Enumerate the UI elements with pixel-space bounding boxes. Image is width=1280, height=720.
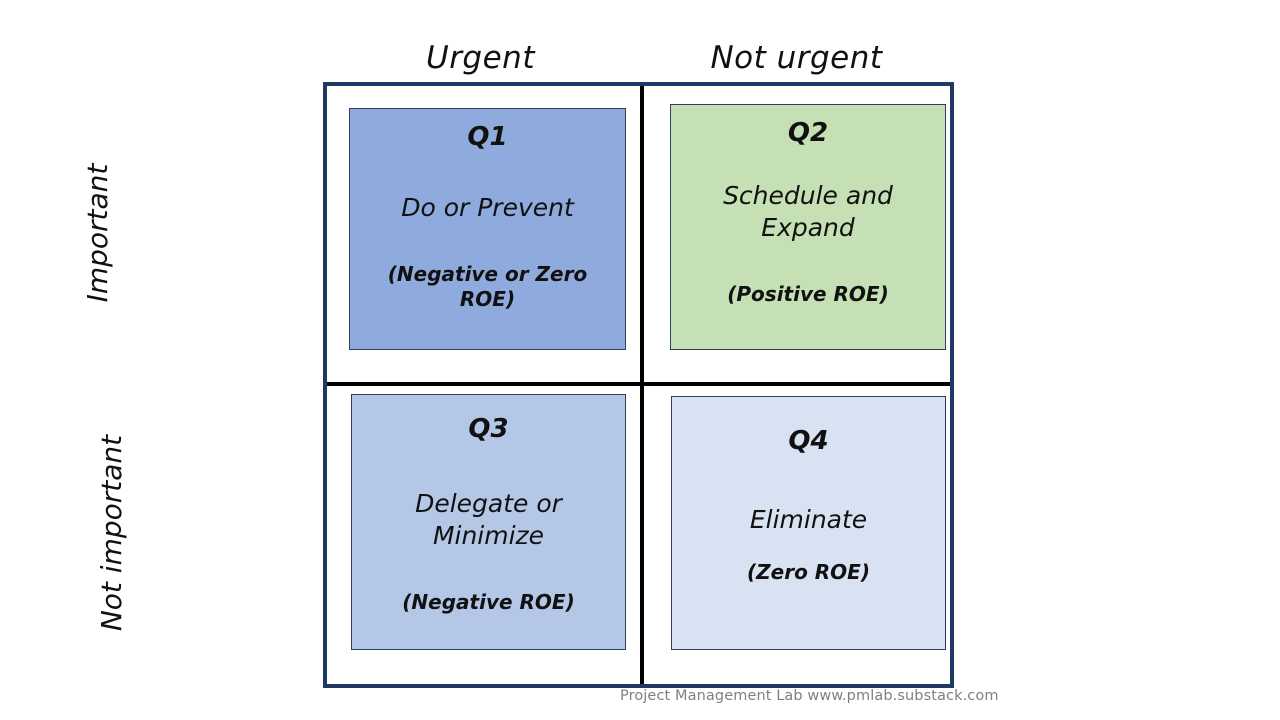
quadrant-action-q1: Do or Prevent xyxy=(401,192,574,222)
footer-credit: Project Management Lab www.pmlab.substac… xyxy=(620,688,999,704)
quadrant-box-q1[interactable]: Q1 Do or Prevent (Negative or Zero ROE) xyxy=(349,108,626,350)
quadrant-title-q3: Q3 xyxy=(468,414,509,444)
quadrant-cell-q3: Q3 Delegate or Minimize (Negative ROE) xyxy=(327,386,640,684)
quadrant-action-q3: Delegate or Minimize xyxy=(415,488,562,550)
quadrant-note-q3: (Negative ROE) xyxy=(402,589,575,614)
quadrant-cell-q4: Q4 Eliminate (Zero ROE) xyxy=(644,386,950,684)
row-header-not-important: Not important xyxy=(95,434,128,632)
matrix-frame: Q1 Do or Prevent (Negative or Zero ROE) … xyxy=(323,82,954,688)
row-header-important: Important xyxy=(81,163,114,303)
quadrant-title-q2: Q2 xyxy=(787,118,829,148)
quadrant-note-q1: (Negative or Zero ROE) xyxy=(387,261,588,311)
column-header-not-urgent: Not urgent xyxy=(710,40,883,76)
quadrant-note-q2: (Positive ROE) xyxy=(727,281,889,306)
grid-divider-horizontal xyxy=(327,382,950,386)
column-header-urgent: Urgent xyxy=(426,40,535,76)
quadrant-action-q4: Eliminate xyxy=(749,504,868,534)
quadrant-cell-q2: Q2 Schedule and Expand (Positive ROE) xyxy=(644,86,950,382)
quadrant-box-q2[interactable]: Q2 Schedule and Expand (Positive ROE) xyxy=(670,104,946,350)
quadrant-cell-q1: Q1 Do or Prevent (Negative or Zero ROE) xyxy=(327,86,640,382)
quadrant-action-q2: Schedule and Expand xyxy=(723,180,893,242)
quadrant-title-q1: Q1 xyxy=(467,122,508,152)
quadrant-note-q4: (Zero ROE) xyxy=(747,559,870,584)
quadrant-box-q4[interactable]: Q4 Eliminate (Zero ROE) xyxy=(671,396,946,650)
quadrant-box-q3[interactable]: Q3 Delegate or Minimize (Negative ROE) xyxy=(351,394,626,650)
quadrant-title-q4: Q4 xyxy=(788,426,829,456)
